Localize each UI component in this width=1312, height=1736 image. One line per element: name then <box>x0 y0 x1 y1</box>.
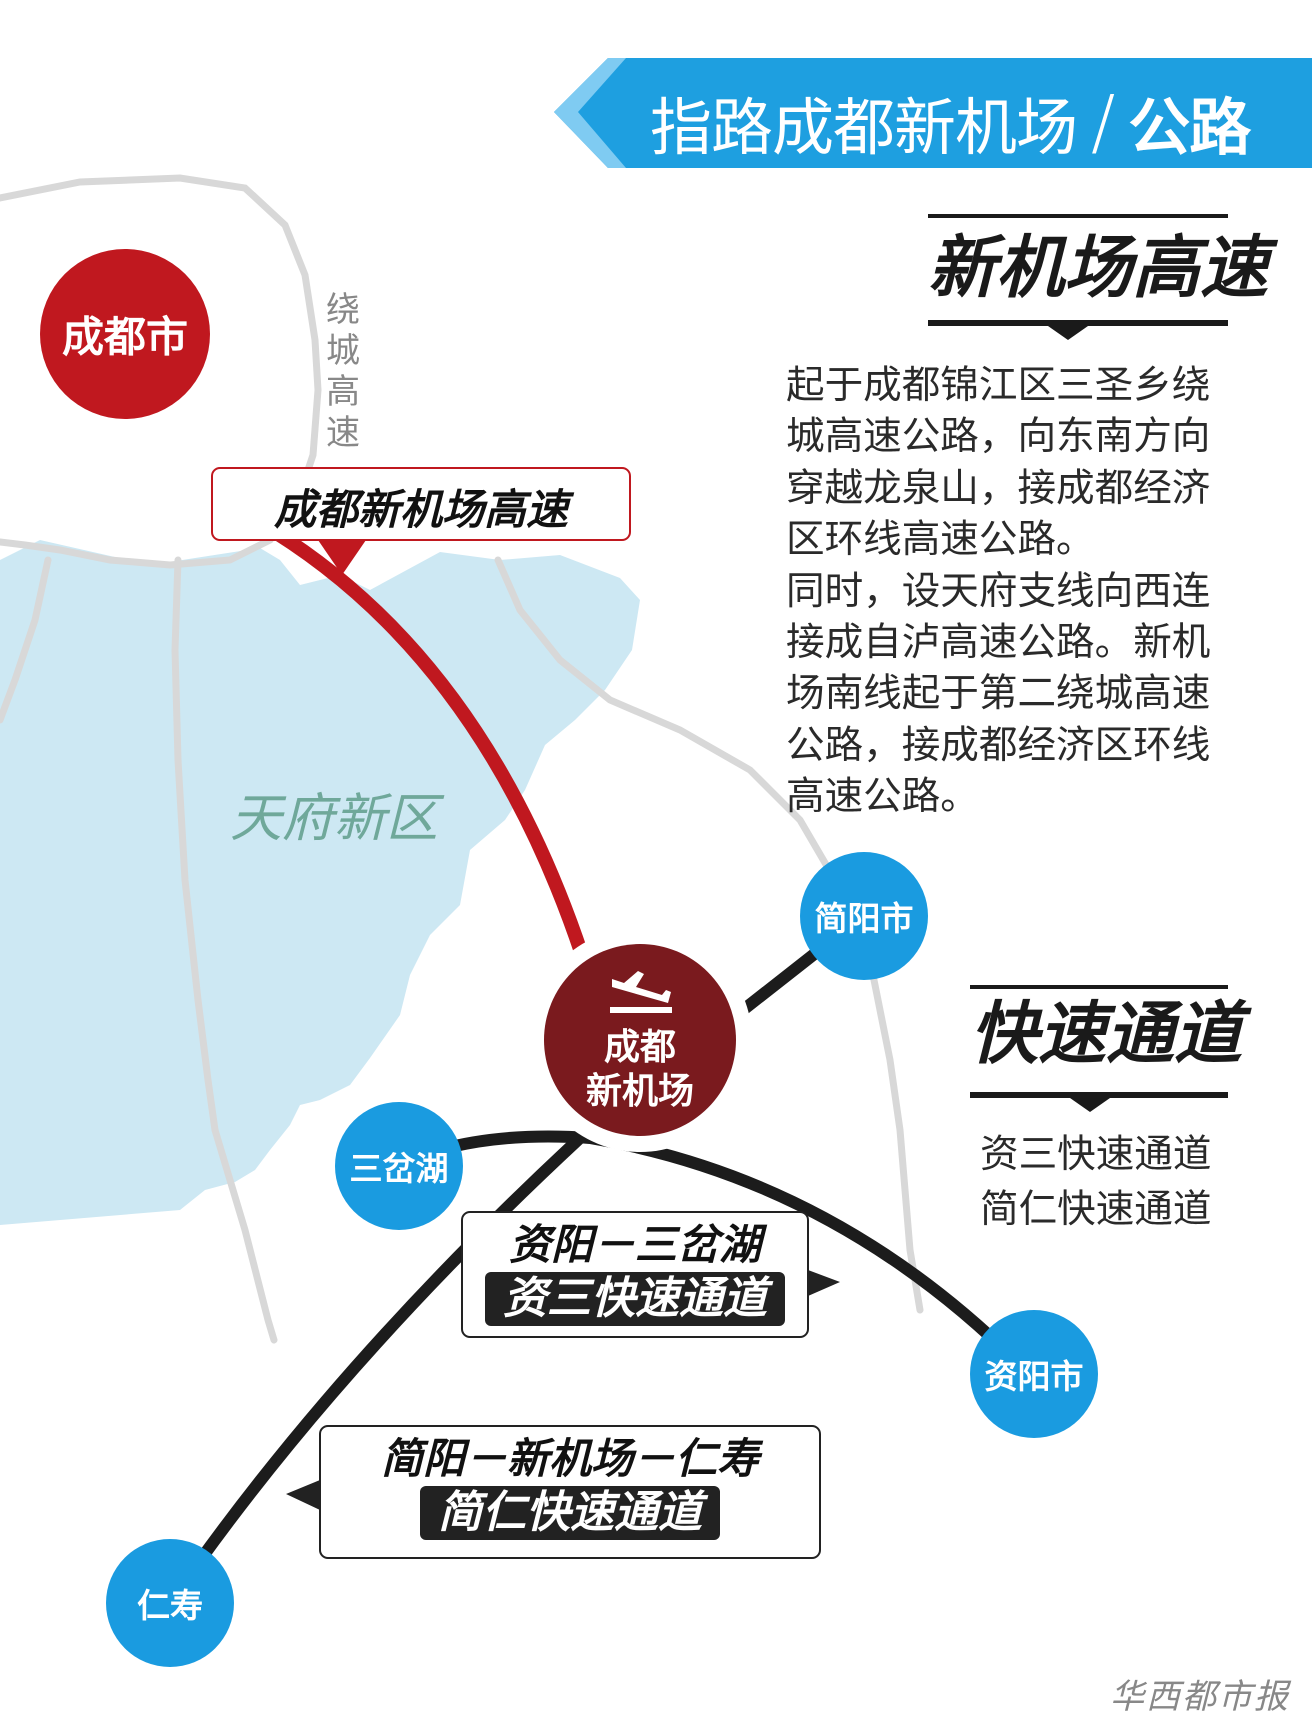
jianren-route-label: 简阳－新机场－仁寿 <box>380 1434 759 1483</box>
ring-road-label: 绕城高速 <box>326 290 360 453</box>
jianren-callout-pointer <box>286 1480 320 1510</box>
airport-expressway-line <box>248 513 589 962</box>
fast-lane-item: 资三快速通道 <box>980 1132 1212 1177</box>
jianyang-marker <box>800 852 928 980</box>
jianren-callout: 简阳－新机场－仁寿 简仁快速通道 <box>320 1432 820 1540</box>
jianyang-label: 简阳市 <box>814 899 914 938</box>
header-banner-shape <box>554 58 1312 168</box>
fast-lane-item: 简仁快速通道 <box>980 1187 1212 1232</box>
header-divider: / <box>1091 80 1115 164</box>
expressway-heading: 新机场高速 <box>928 228 1269 308</box>
airport-expressway-callout-box <box>211 467 631 541</box>
jianren-name-label: 简仁快速通道 <box>420 1486 720 1540</box>
renshou-marker <box>106 1539 234 1667</box>
header-banner-arrow <box>554 58 626 168</box>
chengdu-city-marker <box>40 249 210 419</box>
airport-marker <box>544 944 736 1136</box>
ring-road <box>0 174 322 569</box>
header-title-bar: 指路成都新机场 / 公路 <box>650 72 1270 172</box>
tianfu-district-area <box>0 540 640 1225</box>
airport-expressway-callout-pointer <box>318 540 366 575</box>
renshou-label: 仁寿 <box>137 1586 203 1625</box>
zisan-route-label: 资阳－三岔湖 <box>508 1220 761 1269</box>
north-south-road <box>171 556 219 1134</box>
zisan-callout: 资阳－三岔湖 资三快速通道 <box>462 1218 808 1326</box>
sanchahu-label: 三岔湖 <box>349 1149 449 1188</box>
zisan-name-label: 资三快速通道 <box>485 1272 785 1326</box>
airport-label-line1: 成都 <box>603 1027 677 1068</box>
airplane-landing-icon <box>610 971 672 1013</box>
south-road <box>211 1126 278 1344</box>
fast-lanes-heading-rules <box>970 985 1228 1112</box>
jianren-fast-lane <box>164 909 870 1609</box>
airport-label-line2: 新机场 <box>585 1071 695 1112</box>
tianfu-district-label: 天府新区 <box>230 789 439 849</box>
fast-lanes-heading: 快速通道 <box>970 994 1243 1074</box>
zisan-fast-lane <box>394 1130 1036 1381</box>
sanchahu-marker <box>335 1102 463 1230</box>
expressway-description: 起于成都锦江区三圣乡绕 城高速公路，向东南方向 穿越龙泉山，接成都经济 区环线高… <box>786 363 1211 820</box>
ziyang-marker <box>970 1310 1098 1438</box>
newspaper-watermark: 华西都市报 <box>1110 1677 1290 1717</box>
header-subtitle: 公路 <box>1128 91 1251 164</box>
airport-label: 成都 新机场 <box>586 1026 694 1114</box>
chengdu-city-label: 成都市 <box>61 312 189 362</box>
ziyang-label: 资阳市 <box>984 1357 1084 1396</box>
east-road <box>494 556 924 1314</box>
fast-lanes-list: 资三快速通道 简仁快速通道 <box>980 1127 1260 1237</box>
zisan-callout-pointer <box>808 1270 840 1296</box>
header-title: 指路成都新机场 <box>650 91 1078 164</box>
west-road <box>0 556 52 724</box>
expressway-heading-rules <box>928 214 1228 340</box>
airport-expressway-callout-label: 成都新机场高速 <box>273 485 568 534</box>
